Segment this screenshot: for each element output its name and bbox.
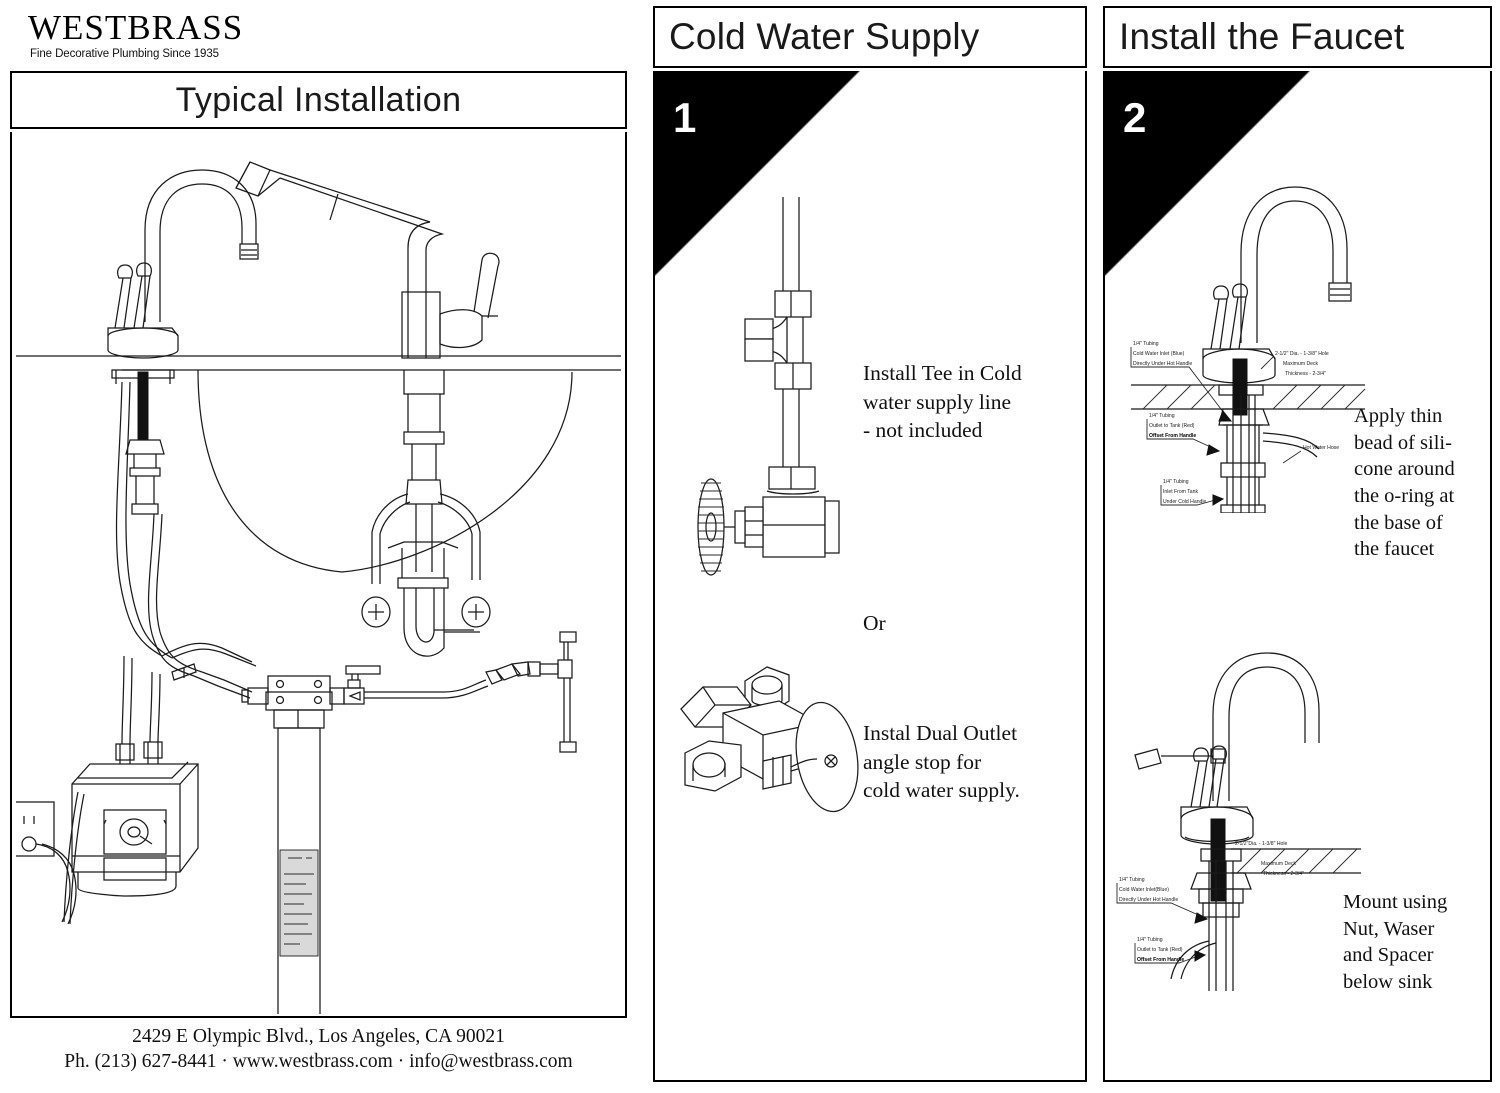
instruction-line: Install Tee in Cold <box>863 361 1022 385</box>
callout-hole-spec-upper: 2-1/2" Dia. - 1-3/8" Hole Maximum Deck T… <box>1260 351 1329 377</box>
instruction-line: below sink <box>1343 970 1433 993</box>
footer-address: 2429 E Olympic Blvd., Los Angeles, CA 90… <box>132 1026 505 1047</box>
faucet-deck-mount-lower-detail: 2-1/2"Dia. - 1-3/8" Hole Maximum Deck Th… <box>1116 652 1361 991</box>
callout-text: 2-1/2"Dia. - 1-3/8" Hole <box>1235 841 1287 847</box>
step-1-heading: Cold Water Supply <box>669 16 980 57</box>
brand-name: WESTBRASS <box>28 8 244 47</box>
tee-fitting-with-angle-stop <box>697 197 840 576</box>
page-title: Typical Installation <box>175 80 462 119</box>
step-1-number: 1 <box>673 94 697 141</box>
callout-tubing-cold-inlet: 1/4" Tubing Cold Water Inlet (Blue) Dire… <box>1130 341 1233 422</box>
instruction-line: and Spacer <box>1343 944 1434 967</box>
instruction-line: Nut, Waser <box>1343 917 1435 940</box>
step-1-instruction-2: Instal Dual Outlet angle stop for cold w… <box>863 719 1078 805</box>
instruction-line: Apply thin <box>1354 405 1443 427</box>
separator-label: Or <box>863 611 886 635</box>
callout-tubing-inlet-tank: 1/4" Tubing Inlet From Tank Under Cold H… <box>1160 479 1225 506</box>
step-1-body: 1 <box>653 71 1087 1082</box>
callout-text: 1/4" Tubing <box>1163 479 1189 485</box>
callout-text: Maximum Deck <box>1283 361 1319 367</box>
callout-hole-spec-lower: 2-1/2"Dia. - 1-3/8" Hole Maximum Deck Th… <box>1235 841 1304 877</box>
brand-tagline: Fine Decorative Plumbing Since 1935 <box>30 48 219 60</box>
instruction-line: Mount using <box>1343 891 1448 913</box>
callout-text: Cold Water Inlet(Blue) <box>1119 887 1169 893</box>
callout-text: Directly Under Hot Handle <box>1119 897 1178 903</box>
instruction-line: - not included <box>863 418 983 443</box>
callout-hot-water-hose: Hot Water Hose <box>1282 445 1339 464</box>
instruction-line: the faucet <box>1354 538 1435 561</box>
callout-text: Offset From Handle <box>1149 433 1196 439</box>
callout-text: Under Cold Handle <box>1163 499 1206 505</box>
step-2-instruction-1: Apply thin bead of sili- cone around the… <box>1354 403 1490 563</box>
company-footer: 2429 E Olympic Blvd., Los Angeles, CA 90… <box>10 1025 627 1075</box>
faucet-deck-mount-upper-detail: 2-1/2" Dia. - 1-3/8" Hole Maximum Deck T… <box>1130 186 1366 513</box>
step-2-body: 2 <box>1103 71 1492 1082</box>
callout-text: Outlet to Tank (Red) <box>1149 423 1195 429</box>
callout-text: 1/4" Tubing <box>1119 877 1145 883</box>
panel-step-1: Cold Water Supply 1 <box>645 0 1095 1093</box>
page-title-box: Typical Installation <box>10 71 627 129</box>
instruction-line: water supply line <box>863 389 1012 414</box>
step-1-instruction-1: Install Tee in Cold water supply line - … <box>863 359 1073 445</box>
instruction-line: bead of sili- <box>1354 431 1452 454</box>
instruction-line: cone around <box>1354 458 1455 481</box>
step-2-heading: Install the Faucet <box>1119 16 1405 57</box>
step-1-header: Cold Water Supply <box>653 6 1087 68</box>
instruction-line: the base of <box>1354 511 1443 534</box>
panel-divider <box>637 0 645 1093</box>
panel-typical-installation: WESTBRASS Fine Decorative Plumbing Since… <box>0 0 637 1093</box>
callout-text: Thickness - 2-3/4" <box>1263 871 1304 877</box>
instruction-line: the o-ring at <box>1354 484 1455 507</box>
step-2-instruction-2: Mount using Nut, Waser and Spacer below … <box>1343 889 1490 996</box>
typical-installation-diagram <box>10 132 627 1018</box>
callout-tubing-outlet-tank: 1/4" Tubing Outlet to Tank (Red) Offset … <box>1146 413 1221 456</box>
callout-text: 2-1/2" Dia. - 1-3/8" Hole <box>1275 351 1329 357</box>
callout-text: 1/4" Tubing <box>1133 341 1159 347</box>
brand-logo: WESTBRASS Fine Decorative Plumbing Since… <box>10 6 627 60</box>
instruction-line: angle stop for <box>863 749 982 774</box>
footer-contact: Ph. (213) 627-8441 · www.westbrass.com ·… <box>64 1050 573 1072</box>
callout-text: Hot Water Hose <box>1303 445 1339 451</box>
callout-text: 1/4" Tubing <box>1137 937 1163 943</box>
callout-text: Maximum Deck <box>1261 861 1297 867</box>
dual-outlet-angle-stop <box>680 666 859 813</box>
installation-linework <box>16 161 621 1014</box>
instruction-line: Instal Dual Outlet <box>863 721 1018 745</box>
step-1-separator: Or <box>863 609 886 638</box>
callout-tubing-outlet-tank-lower: 1/4" Tubing Outlet to Tank (Red) Offset … <box>1134 937 1207 964</box>
callout-text: Cold Water Inlet (Blue) <box>1133 351 1185 357</box>
callout-tubing-cold-inlet-lower: 1/4" Tubing Cold Water Inlet(Blue) Direc… <box>1116 877 1209 924</box>
panel-step-2: Install the Faucet 2 <box>1095 0 1500 1093</box>
callout-text: Inlet From Tank <box>1163 489 1198 495</box>
step-2-header: Install the Faucet <box>1103 6 1492 68</box>
callout-text: Outlet to Tank (Red) <box>1137 947 1183 953</box>
callout-text: Offset From Handle <box>1137 957 1184 963</box>
callout-text: Thickness - 2-3/4" <box>1285 371 1326 377</box>
callout-text: Directly Under Hot Handle <box>1133 361 1192 367</box>
instruction-line: cold water supply. <box>863 778 1020 803</box>
callout-text: 1/4" Tubing <box>1149 413 1175 419</box>
